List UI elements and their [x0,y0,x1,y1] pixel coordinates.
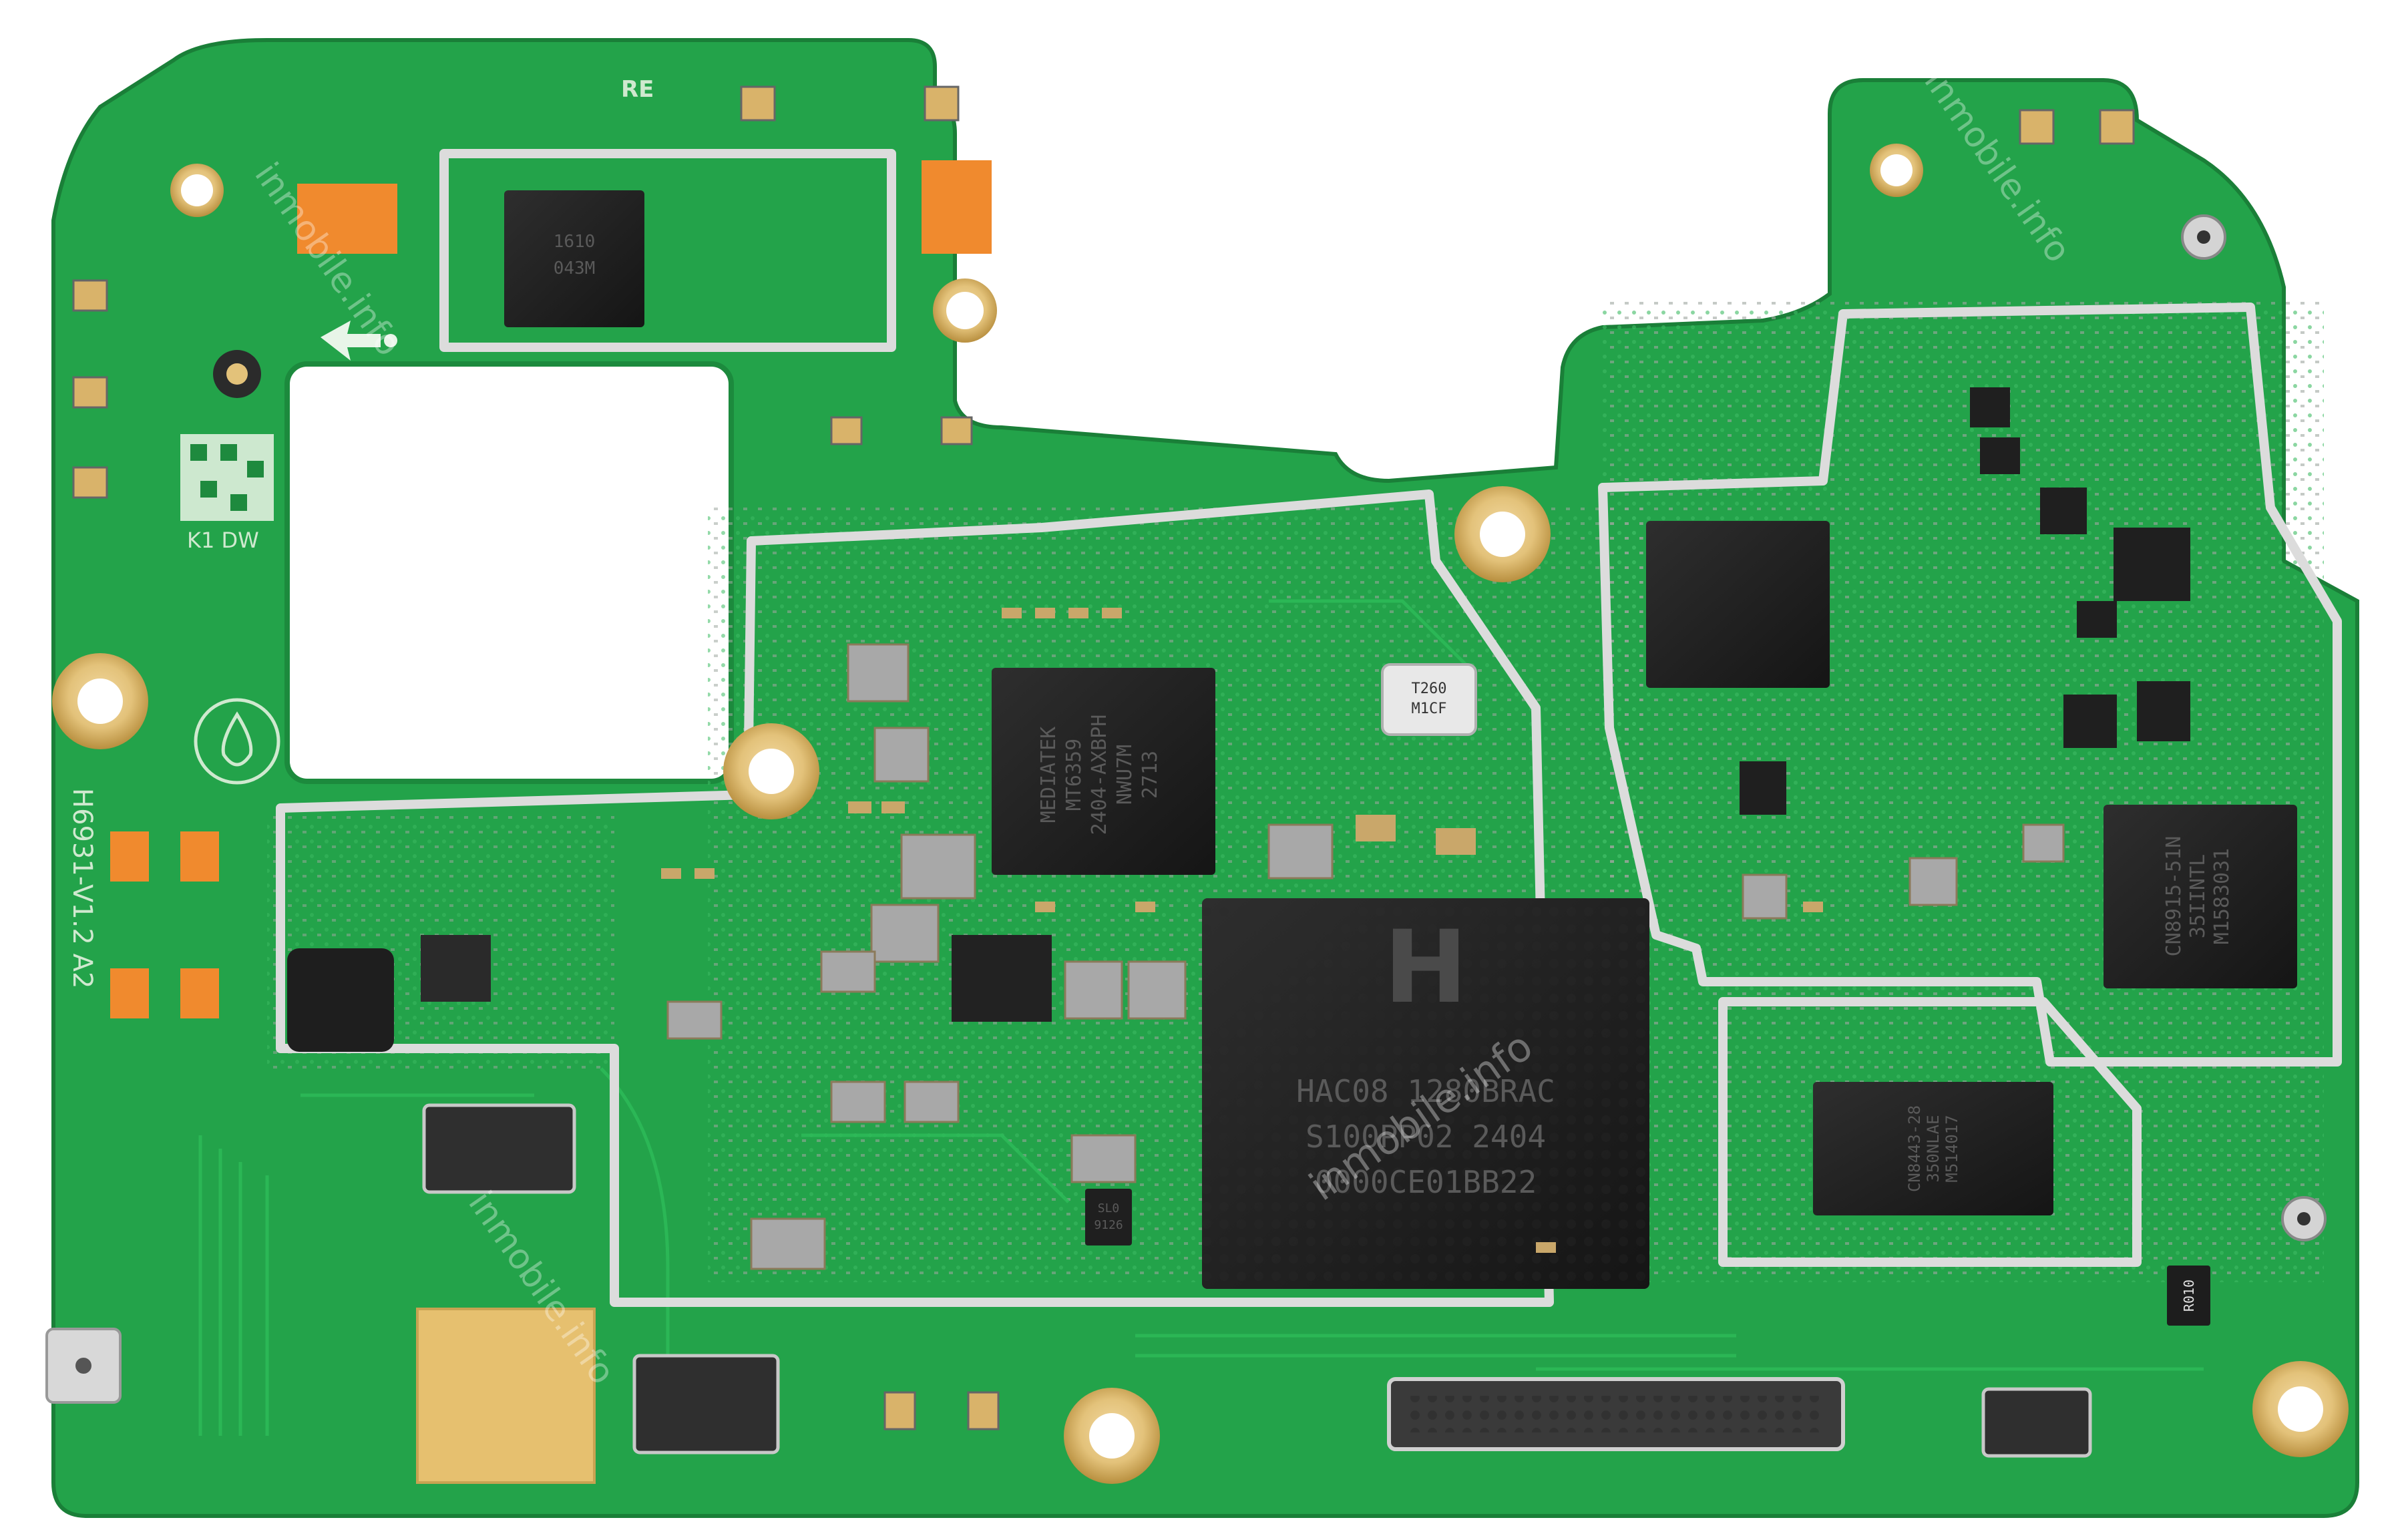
board-cutout [284,361,734,784]
small-passives [661,608,1823,1253]
ram-chip: CN8915-51N 35IINTL M1583031 [2104,805,2297,988]
resistor-label: R010 [2181,1280,2197,1312]
water-drop-icon [194,698,280,785]
rf-mark: RE [621,76,654,103]
pmic-label-2: MT6359 [1062,739,1086,811]
inductor [287,948,394,1052]
qr-label: K1 DW [187,528,259,553]
ram-label-3: M1583031 [2210,848,2234,945]
rom-label-2: 350NLAE [1924,1115,1943,1182]
pmic-label-5: 2713 [1139,751,1162,799]
antenna-contacts [72,85,2135,1430]
sense-resistor [2167,1266,2210,1326]
other-ics: 1610 043M SL0 9126 [287,190,2190,1245]
arrow-marker-icon [321,321,397,361]
small-ic [1085,1189,1132,1245]
soc-label-3: 0000CE01BB22 [1315,1164,1537,1200]
qr-code [180,434,274,521]
connectors [45,214,2327,1458]
crystal-label-2: M1CF [1412,701,1447,717]
soc-chip: H HAC08 1280BRAC S100PP02 2404 0000CE01B… [1202,898,1649,1289]
rom-chip: CN8443-28 350NLAE M514017 [1813,1082,2053,1215]
shield-right-bottom [1718,997,2142,1267]
small-ic-label-2: 9126 [1094,1218,1123,1232]
side-connector [1981,1387,2092,1458]
shield-top [439,149,896,352]
crystal-label-1: T260 [1412,681,1447,697]
soc-label-2: S100PP02 2404 [1306,1119,1546,1155]
rf-ic [1646,521,1830,688]
copper-pads [110,160,992,1018]
ram-label-1: CN8915-51N [2162,836,2186,957]
shield-frames [276,149,2342,1307]
shield-center [276,490,1554,1307]
rom-label-3: M514017 [1943,1115,1961,1182]
soc-logo: H [1384,910,1468,1026]
gold-pad [416,1308,596,1484]
top-ic-label-1: 1610 [554,232,596,252]
top-ic [504,190,644,327]
soc-label-1: HAC08 1280BRAC [1296,1073,1555,1109]
crystal: T260 M1CF [1381,663,1477,736]
pmic-chip: MEDIATEK MT6359 2404-AXBPH NWU7M 2713 [992,668,1215,875]
pcb-traces [198,599,2204,1436]
camera-connector [632,1354,780,1455]
pmic-label-1: MEDIATEK [1037,727,1060,823]
passive-components [666,643,2065,1270]
board-revision: H6931-V1.2 A2 [67,788,97,988]
small-ic-label-1: SL0 [1098,1201,1120,1215]
ram-label-2: 35IINTL [2186,854,2210,938]
pmic-label-3: 2404-AXBPH [1088,715,1111,835]
pmic-label-4: NWU7M [1113,745,1137,805]
battery-connector [422,1103,576,1194]
rom-label-1: CN8443-28 [1905,1105,1924,1192]
mount-holes [52,144,2349,1484]
shield-right-top [1598,303,2342,1067]
top-ic-label-2: 043M [554,258,596,278]
